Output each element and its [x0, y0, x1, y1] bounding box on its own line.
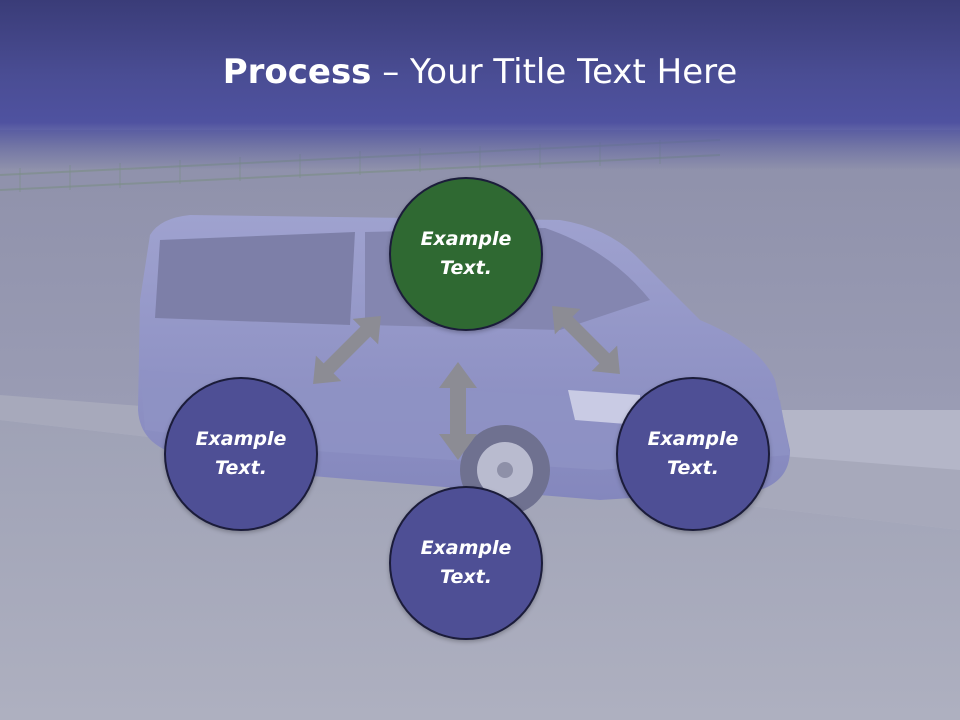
title-bold-text: Process: [222, 52, 372, 92]
process-node-right[interactable]: Example Text.: [616, 377, 770, 531]
process-node-bottom[interactable]: Example Text.: [389, 486, 543, 640]
title-band: [0, 0, 960, 170]
title-rest-text: – Your Title Text Here: [371, 52, 738, 92]
process-node-bottom-label: Example Text.: [420, 537, 512, 588]
process-node-top-label: Example Text.: [420, 228, 512, 279]
slide-title[interactable]: Process – Your Title Text Here: [0, 52, 960, 92]
process-node-right-label: Example Text.: [647, 428, 739, 479]
process-node-left-label: Example Text.: [195, 428, 287, 479]
process-node-top[interactable]: Example Text.: [389, 177, 543, 331]
process-node-left[interactable]: Example Text.: [164, 377, 318, 531]
